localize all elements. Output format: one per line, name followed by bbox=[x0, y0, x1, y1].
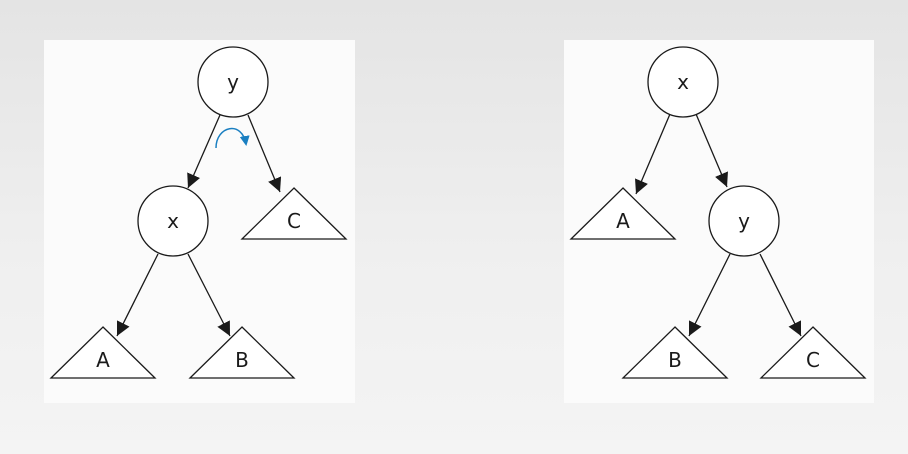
subtree-c-label: C bbox=[806, 348, 820, 372]
subtree-a-label: A bbox=[616, 209, 630, 233]
node-x-label: x bbox=[677, 70, 689, 94]
subtree-a-label: A bbox=[96, 348, 110, 372]
node-y bbox=[197, 46, 269, 118]
edge-x-to-b bbox=[187, 253, 231, 337]
edge-y-to-c bbox=[759, 253, 802, 337]
edge-y-to-x bbox=[187, 114, 221, 189]
before-rotation-tree: y x C A B bbox=[44, 40, 355, 403]
subtree-b-label: B bbox=[235, 348, 249, 372]
node-x bbox=[647, 46, 719, 118]
after-rotation-diagram: x y A B C bbox=[569, 46, 867, 379]
before-rotation-diagram: y x C A B bbox=[49, 46, 348, 379]
node-x bbox=[137, 185, 209, 257]
edge-x-to-a bbox=[116, 253, 159, 337]
edge-x-to-a bbox=[635, 113, 671, 195]
subtree-c bbox=[759, 326, 867, 379]
edge-y-to-b bbox=[688, 253, 731, 337]
subtree-b-label: B bbox=[668, 348, 682, 372]
node-x-label: x bbox=[167, 209, 179, 233]
node-y-label: y bbox=[738, 209, 750, 233]
subtree-a bbox=[569, 187, 677, 240]
subtree-a bbox=[49, 326, 157, 379]
clockwise-arrow-icon bbox=[215, 127, 250, 149]
subtree-b bbox=[621, 326, 729, 379]
node-y bbox=[708, 185, 780, 257]
subtree-c bbox=[240, 187, 348, 240]
edge-y-to-c bbox=[247, 114, 282, 193]
subtree-b bbox=[188, 326, 296, 379]
subtree-c-label: C bbox=[287, 209, 301, 233]
edge-x-to-y bbox=[695, 113, 728, 188]
node-y-label: y bbox=[227, 70, 239, 94]
after-rotation-tree: x y A B C bbox=[564, 40, 874, 403]
